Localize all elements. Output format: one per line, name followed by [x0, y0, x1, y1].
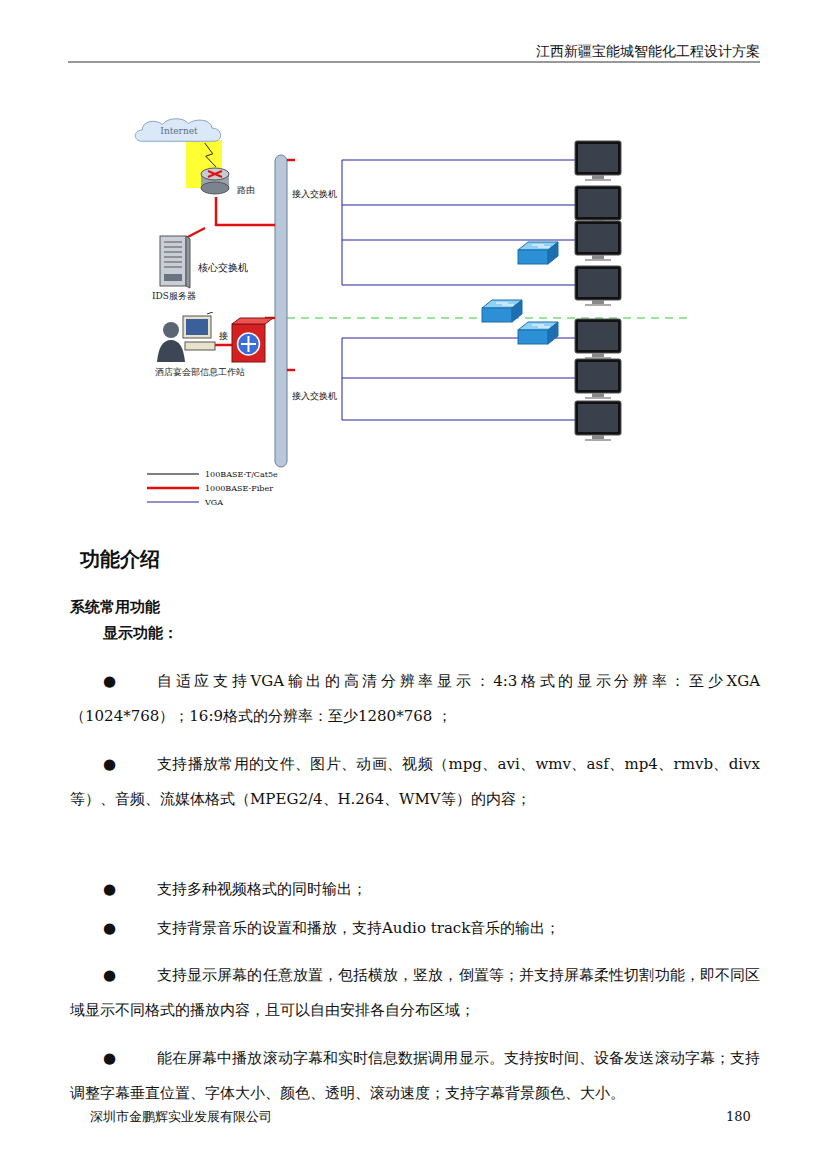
- device-label: 接入交换机: [291, 391, 338, 402]
- legend-line-sample: [147, 483, 201, 493]
- switch-icon: [518, 322, 558, 344]
- legend-entry: 1000BASE-Fiber: [147, 483, 273, 493]
- legend-line-sample: [147, 497, 201, 507]
- footer-text: 深圳市金鹏辉实业发展有限公司: [90, 1109, 272, 1125]
- switch-icon: [518, 242, 558, 264]
- paragraph: 自适应支持VGA输出的高清分辨率显示：4:3格式的显示分辨率：至少XGA（102…: [70, 664, 760, 734]
- device-caption: 路由: [235, 184, 257, 197]
- monitor-icon: [575, 319, 621, 359]
- header-rule: [68, 61, 760, 62]
- vga-lines: [342, 160, 575, 420]
- monitor-icon: [575, 401, 621, 441]
- workstation-shape: [155, 312, 217, 366]
- page-number: 180: [726, 1109, 751, 1125]
- subsection-heading: 显示功能：: [103, 624, 178, 642]
- backbone-bus: [275, 155, 287, 467]
- legend-entry: 100BASE-T/Cat5e: [147, 469, 278, 479]
- access-switches: [482, 242, 558, 344]
- paragraph: 支持背景音乐的设置和播放，支持Audio track音乐的输出；: [70, 911, 760, 946]
- bullet: ●: [103, 966, 116, 984]
- device-label: 核心交换机: [197, 262, 249, 274]
- monitor-icon: [575, 141, 621, 181]
- device-caption: IDS服务器: [150, 290, 198, 303]
- internet-cloud: Internet: [133, 117, 225, 145]
- section-heading: 功能介绍: [80, 547, 160, 571]
- router-icon: 路由: [199, 166, 257, 197]
- lightning-link: [205, 143, 216, 167]
- firewall-symbol: [232, 318, 273, 362]
- legend-label: 100BASE-T/Cat5e: [205, 470, 278, 479]
- paragraph: 支持播放常用的文件、图片、动画、视频（mpg、avi、wmv、asf、mp4、r…: [70, 747, 760, 817]
- workstation: 酒店宴会部信息工作站: [153, 312, 247, 379]
- router-icon-shape: [199, 166, 231, 197]
- device-caption: 酒店宴会部信息工作站: [153, 366, 247, 379]
- bullet: ●: [103, 919, 116, 937]
- device-label: 接入交换机: [291, 189, 338, 200]
- monitor-icon: [575, 359, 621, 399]
- legend-entry: VGA: [147, 497, 223, 507]
- paragraph: 支持多种视频格式的同时输出；: [70, 872, 760, 907]
- display-screens: [575, 141, 621, 441]
- legend-line-sample: [147, 469, 201, 479]
- device-label: 接: [218, 331, 229, 342]
- bullet: ●: [103, 755, 116, 773]
- legend-label: VGA: [205, 498, 223, 507]
- ids-server: IDS服务器: [150, 234, 198, 303]
- bullet: ●: [103, 1049, 116, 1067]
- subsection-heading: 系统常用功能: [70, 598, 160, 616]
- paragraph: 支持显示屏幕的任意放置，包括横放，竖放，倒置等；并支持屏幕柔性切割功能，即不同区…: [70, 958, 760, 1028]
- device-caption: Internet: [158, 125, 199, 138]
- fiber-links: [182, 160, 295, 370]
- monitor-icon: [575, 186, 621, 226]
- ids-server-shape: [156, 234, 192, 290]
- monitor-icon: [575, 221, 621, 261]
- monitor-icon: [575, 266, 621, 306]
- running-header: 江西新疆宝能城智能化工程设计方案: [536, 43, 760, 60]
- paragraph: 能在屏幕中播放滚动字幕和实时信息数据调用显示。支持按时间、设备发送滚动字幕；支持…: [70, 1041, 760, 1111]
- switch-icon: [482, 300, 522, 322]
- bullet: ●: [103, 880, 116, 898]
- legend-label: 1000BASE-Fiber: [205, 484, 273, 493]
- bullet: ●: [103, 672, 116, 690]
